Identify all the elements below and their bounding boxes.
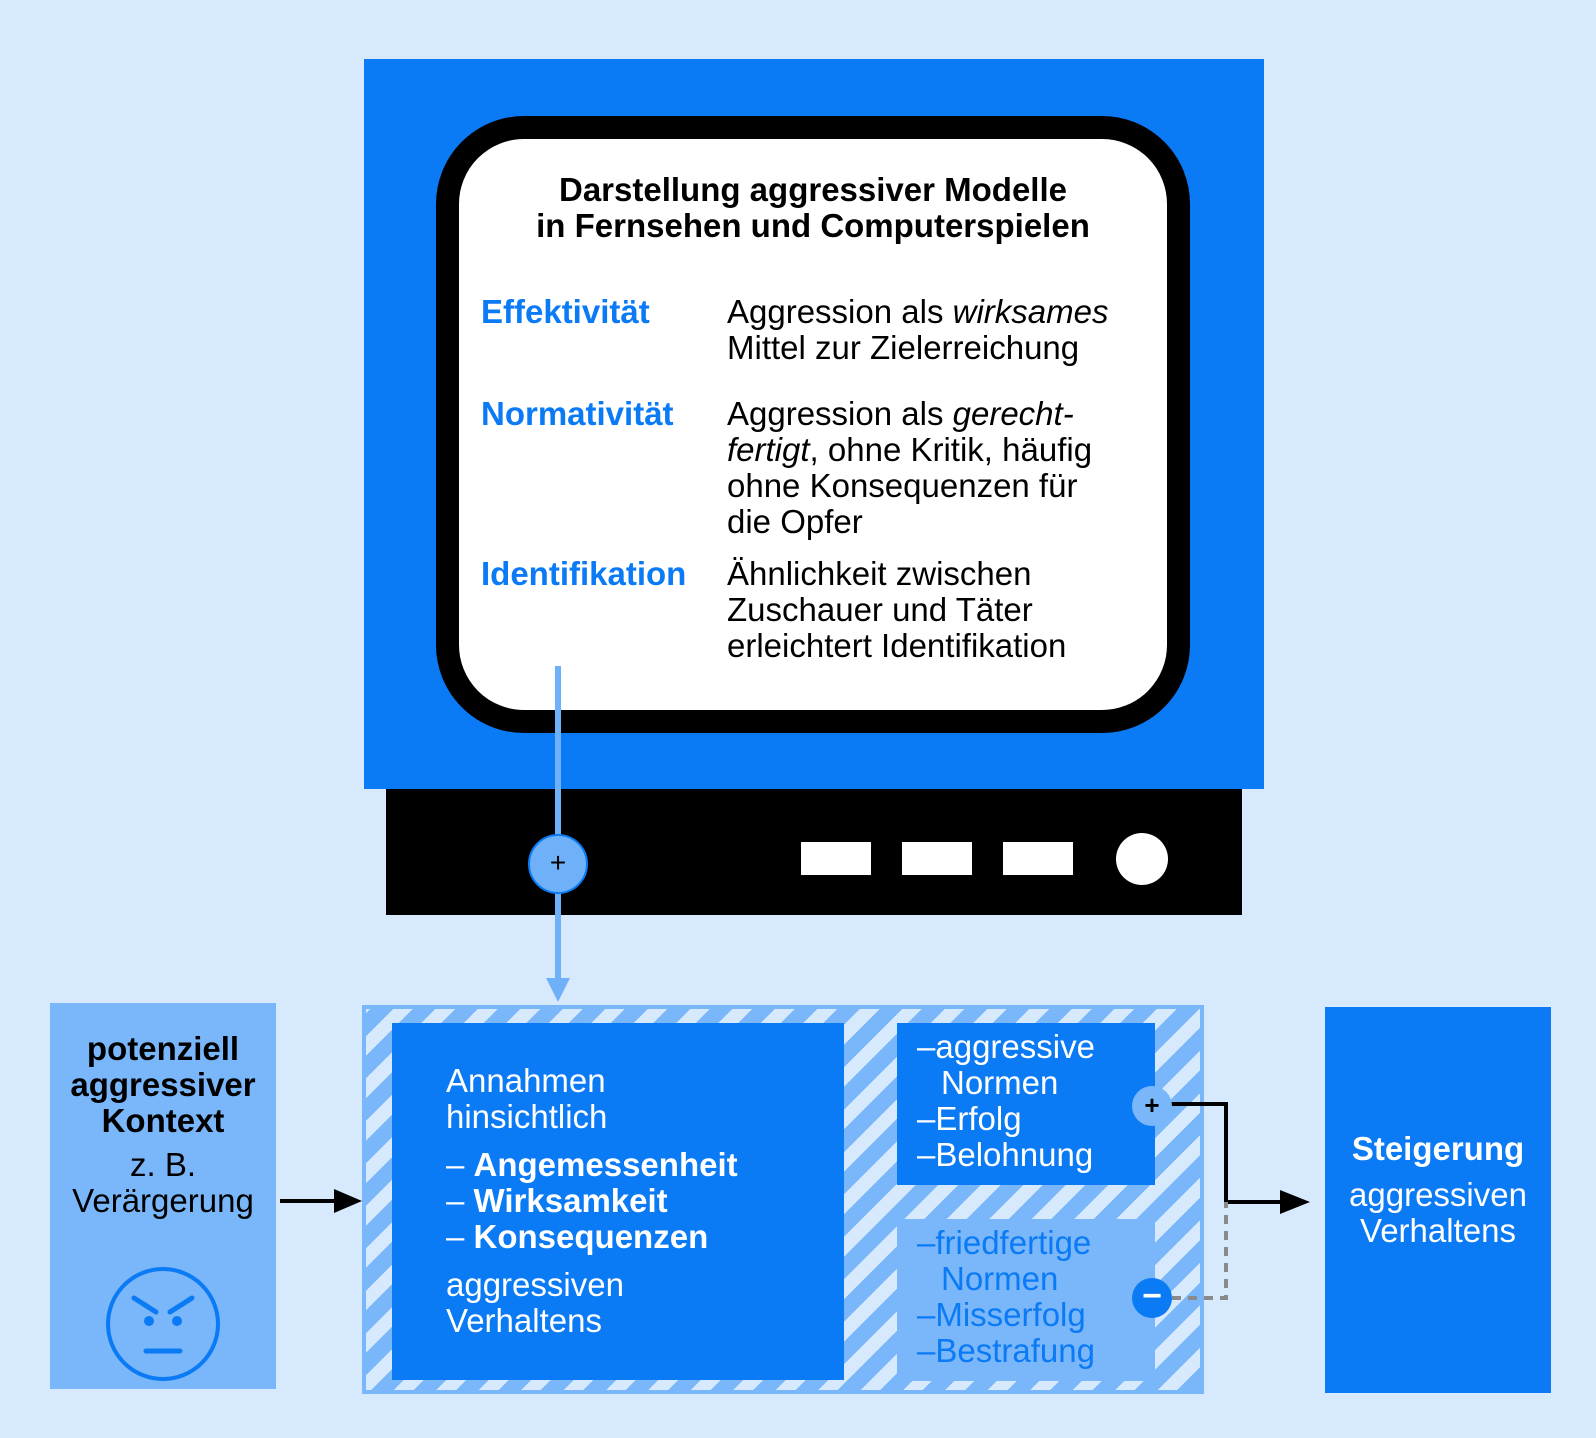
- assumptions-text: hinsichtlich: [446, 1098, 608, 1135]
- tv-knob: [1116, 833, 1168, 885]
- minus-sign-circle: −: [1132, 1278, 1172, 1318]
- term-identifikation: Identifikation: [481, 555, 687, 592]
- result-box: Steigerung aggressiven Verhaltens: [1325, 1007, 1551, 1393]
- assumptions-text: aggressiven: [446, 1266, 624, 1303]
- context-box: potenziell aggressiver Kontext z. B. Ver…: [50, 1003, 276, 1389]
- tv-title: Darstellung aggressiver Modelle in Ferns…: [440, 172, 1186, 244]
- connector-line: [555, 666, 561, 978]
- tv-title-line: Darstellung aggressiver Modelle: [558, 171, 1067, 208]
- norm-item: –Bestrafung: [917, 1332, 1095, 1369]
- result-text: Verhaltens: [1360, 1212, 1516, 1249]
- desc-identifikation: Ähnlichkeit zwischen Zuschauer und Täter…: [727, 555, 1067, 664]
- norm-item: –Erfolg: [917, 1100, 1022, 1137]
- assumption-item: – Konsequenzen: [446, 1218, 709, 1255]
- plus-sign-circle: +: [1132, 1086, 1172, 1126]
- peaceful-norms-box: –friedfertige Normen –Misserfolg –Bestra…: [897, 1219, 1155, 1381]
- context-label: potenziell: [86, 1030, 240, 1067]
- norm-item: –aggressive: [917, 1028, 1095, 1065]
- result-title: Steigerung: [1351, 1130, 1525, 1167]
- assumptions-box: Annahmen hinsichtlich – Angemessenheit –…: [392, 1023, 844, 1380]
- plus-sign-circle: +: [528, 834, 588, 894]
- term-normativitaet: Normativität: [481, 395, 674, 432]
- flow-connector: [1170, 1102, 1310, 1300]
- norm-item: –friedfertige: [917, 1224, 1092, 1261]
- context-label: aggressiver: [70, 1066, 256, 1103]
- norm-item: Normen: [941, 1260, 1059, 1297]
- context-label: Kontext: [101, 1102, 225, 1139]
- tv-button: [801, 842, 871, 875]
- norm-item: –Misserfolg: [917, 1296, 1086, 1333]
- norm-item: –Belohnung: [917, 1136, 1094, 1173]
- result-text: aggressiven: [1349, 1176, 1527, 1213]
- term-effektivitaet: Effektivität: [481, 293, 650, 330]
- tv-screen: [436, 116, 1190, 733]
- desc-normativitaet: Aggression als gerecht- fertigt, ohne Kr…: [727, 395, 1093, 540]
- assumption-item: – Wirksamkeit: [446, 1182, 668, 1219]
- angry-face-icon: [106, 1267, 220, 1381]
- tv-button: [1003, 842, 1073, 875]
- context-example: Verärgerung: [72, 1182, 254, 1219]
- context-example: z. B.: [129, 1146, 197, 1183]
- assumption-item: – Angemessenheit: [446, 1146, 738, 1183]
- assumptions-text: Annahmen: [446, 1062, 606, 1099]
- arrowhead-down-icon: [546, 978, 570, 1002]
- aggressive-norms-box: –aggressive Normen –Erfolg –Belohnung: [897, 1023, 1155, 1185]
- arrow-right-icon: [280, 1189, 362, 1213]
- desc-effektivitaet: Aggression als wirksames Mittel zur Ziel…: [727, 293, 1109, 366]
- tv-button: [902, 842, 972, 875]
- norm-item: Normen: [941, 1064, 1059, 1101]
- tv-title-line: in Fernsehen und Computerspielen: [536, 207, 1090, 244]
- assumptions-text: Verhaltens: [446, 1302, 602, 1339]
